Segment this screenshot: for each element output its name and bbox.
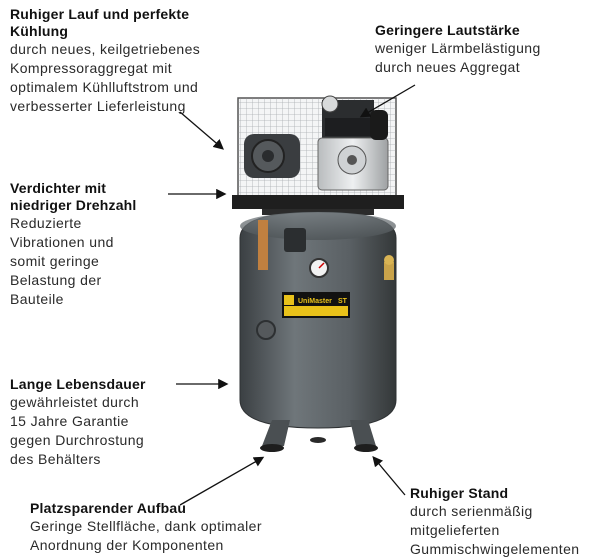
pressure-gauge-icon xyxy=(309,258,329,278)
pointer-arrows xyxy=(168,84,416,506)
product-brand-text: UniMaster xyxy=(298,298,332,305)
compressor-pump xyxy=(317,95,389,191)
product-label: UniMaster ST xyxy=(282,292,350,318)
safety-valve-icon xyxy=(384,255,394,280)
annotation-text: Geringe Stellfläche, dank optimaler Anor… xyxy=(30,517,330,555)
annotation-line: verbesserter Lieferleistung xyxy=(10,98,186,114)
annotation-text: durch neues, keilgetriebenes Kompressora… xyxy=(10,40,270,116)
annotation-text: weniger Lärmbelästigung durch neues Aggr… xyxy=(375,39,585,77)
annotation-title: Geringere Lautstärke xyxy=(375,22,520,38)
annotation-title-line: Verdichter mit xyxy=(10,180,107,196)
pressure-tank xyxy=(239,211,397,429)
electric-motor xyxy=(244,134,300,178)
annotation-cooling: Ruhiger Lauf und perfekte Kühlung durch … xyxy=(10,6,270,116)
annotation-line: Belastung der xyxy=(10,272,102,288)
annotation-title-line: niedriger Drehzahl xyxy=(10,197,137,213)
annotation-line: Bauteile xyxy=(10,291,64,307)
annotation-line: durch serienmäßig xyxy=(410,503,533,519)
annotation-line: Anordnung der Komponenten xyxy=(30,537,224,553)
annotation-text: durch serienmäßig mitgelieferten Gummisc… xyxy=(410,502,600,559)
annotation-title: Ruhiger Lauf und perfekte Kühlung xyxy=(10,6,190,39)
annotation-line: durch neues, keilgetriebenes xyxy=(10,41,201,57)
annotation-space: Platzsparender Aufbau Geringe Stellfläch… xyxy=(30,500,330,555)
annotation-compressor: Verdichter mit niedriger Drehzahl Reduzi… xyxy=(10,180,190,309)
annotation-line: Gummischwingelementen xyxy=(410,541,580,557)
annotation-text: gewährleistet durch 15 Jahre Garantie ge… xyxy=(10,393,200,469)
annotation-line: Kompressoraggregat mit xyxy=(10,60,173,76)
annotation-stand: Ruhiger Stand durch serienmäßig mitgelie… xyxy=(410,485,600,559)
annotation-line: somit geringe xyxy=(10,253,100,269)
annotation-text: Reduzierte Vibrationen und somit geringe… xyxy=(10,214,190,309)
product-brand-suffix: ST xyxy=(338,298,348,305)
annotation-noise: Geringere Lautstärke weniger Lärmbelästi… xyxy=(375,22,585,77)
annotation-line: durch neues Aggregat xyxy=(375,59,520,75)
annotation-title: Verdichter mit niedriger Drehzahl xyxy=(10,180,190,214)
annotation-line: 15 Jahre Garantie xyxy=(10,413,129,429)
annotation-line: Geringe Stellfläche, dank optimaler xyxy=(30,518,262,534)
tank-feet xyxy=(260,420,378,452)
annotation-title: Lange Lebensdauer xyxy=(10,376,146,392)
annotation-line: gewährleistet durch xyxy=(10,394,139,410)
annotation-line: gegen Durchrostung xyxy=(10,432,145,448)
annotation-line: des Behälters xyxy=(10,451,101,467)
base-plate xyxy=(232,195,404,209)
annotation-line: mitgelieferten xyxy=(410,522,500,538)
annotation-line: Vibrationen und xyxy=(10,234,114,250)
annotation-line: Reduzierte xyxy=(10,215,82,231)
annotation-title: Platzsparender Aufbau xyxy=(30,500,187,516)
annotation-lifetime: Lange Lebensdauer gewährleistet durch 15… xyxy=(10,376,200,469)
inspection-port xyxy=(256,320,276,340)
annotation-line: optimalem Kühlluftstrom und xyxy=(10,79,199,95)
annotation-line: weniger Lärmbelästigung xyxy=(375,40,541,56)
annotation-title: Ruhiger Stand xyxy=(410,485,509,501)
